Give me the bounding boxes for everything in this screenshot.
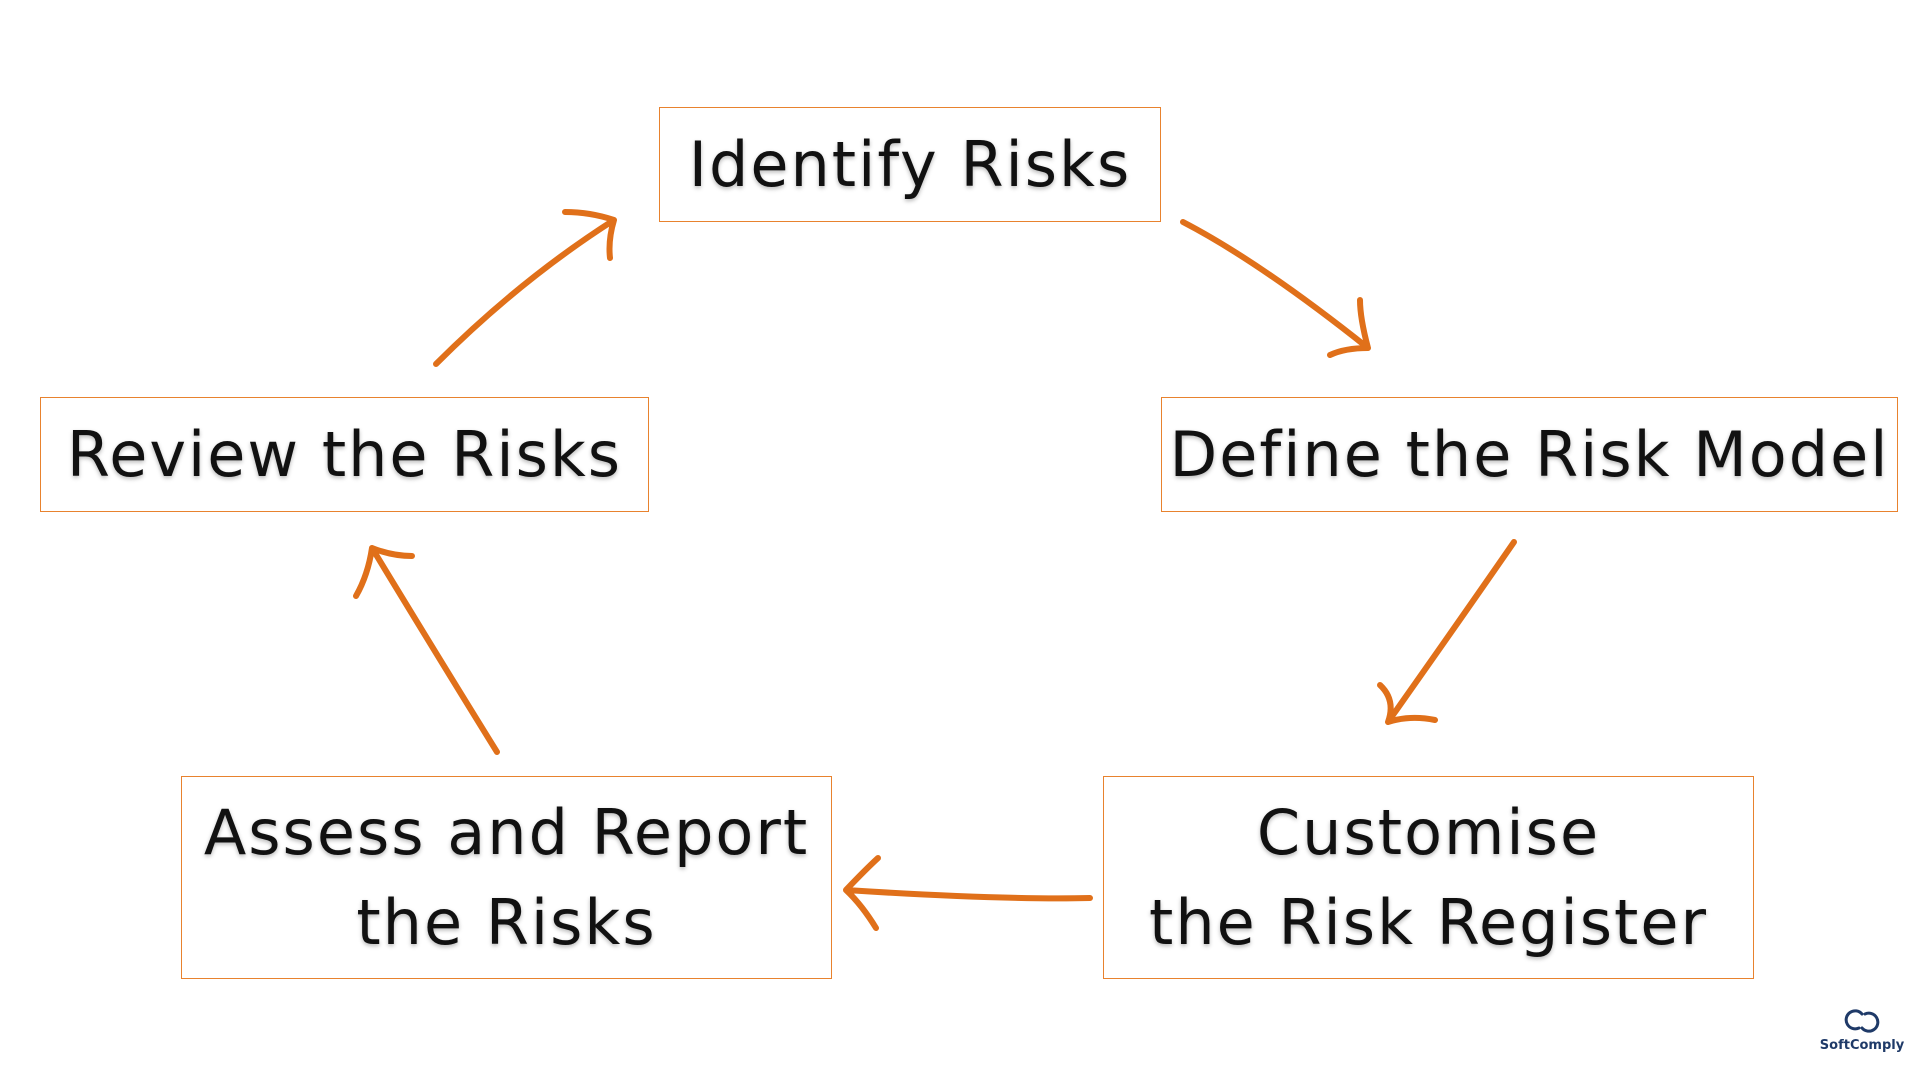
node-label: Review the Risks — [66, 417, 623, 491]
node-define-risk-model: Define the Risk Model — [1161, 397, 1898, 512]
node-label-line-1: Customise — [1256, 795, 1601, 869]
logo-mark-icon — [1844, 1009, 1880, 1033]
arrow-review-to-identify — [433, 209, 617, 367]
arrow-define-to-customise — [1377, 539, 1517, 725]
node-label: Identify Risks — [688, 127, 1132, 201]
node-identify-risks: Identify Risks — [659, 107, 1161, 222]
node-review-risks: Review the Risks — [40, 397, 649, 512]
arrow-assess-to-review — [353, 545, 500, 755]
node-label-line-2: the Risks — [356, 885, 657, 959]
node-label: Define the Risk Model — [1169, 417, 1890, 491]
logo-text: SoftComply — [1819, 1038, 1905, 1053]
arrow-customise-to-assess — [843, 855, 1093, 931]
node-label-line-2: the Risk Register — [1149, 885, 1708, 959]
arrow-identify-to-define — [1180, 219, 1371, 358]
node-assess-and-report: Assess and Report the Risks — [181, 776, 832, 979]
node-label-line-1: Assess and Report — [203, 795, 810, 869]
softcomply-logo: SoftComply — [1814, 1006, 1910, 1062]
node-customise-risk-register: Customise the Risk Register — [1103, 776, 1754, 979]
